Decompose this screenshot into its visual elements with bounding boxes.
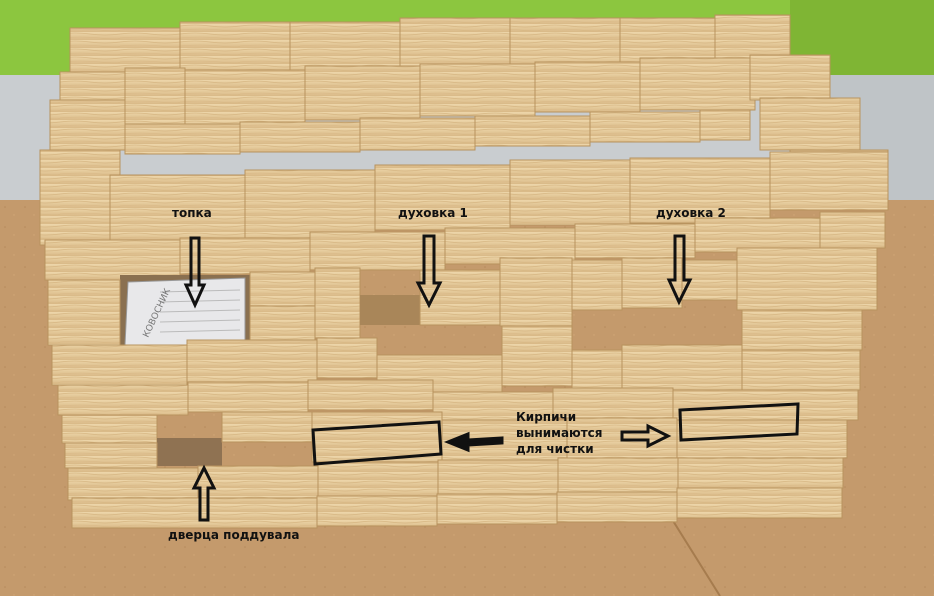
- arrow-firebox: [183, 236, 207, 309]
- removable-brick-left: [311, 420, 443, 466]
- brick-front-top: [44, 151, 889, 281]
- arrow-ash-door: [191, 464, 217, 522]
- arrow-bricks-left: [443, 431, 504, 453]
- brick-side-left: [39, 71, 126, 246]
- label-firebox: топка: [172, 206, 212, 220]
- label-bricks-removable: Кирпичи вынимаются для чистки: [516, 410, 603, 456]
- arrow-bricks-right: [620, 423, 672, 449]
- brick-top-inner: [124, 57, 756, 155]
- label-ash-door: дверца поддувала: [168, 528, 300, 542]
- label-oven1: духовка 1: [398, 206, 468, 220]
- arrow-oven1: [415, 234, 443, 309]
- firebox-card: КОВОСНИК: [124, 277, 246, 346]
- brick-middle: [47, 247, 878, 346]
- removable-brick-right: [678, 402, 800, 442]
- label-oven2: духовка 2: [656, 206, 726, 220]
- brick-lower: [51, 309, 863, 529]
- arrow-oven2: [666, 234, 693, 306]
